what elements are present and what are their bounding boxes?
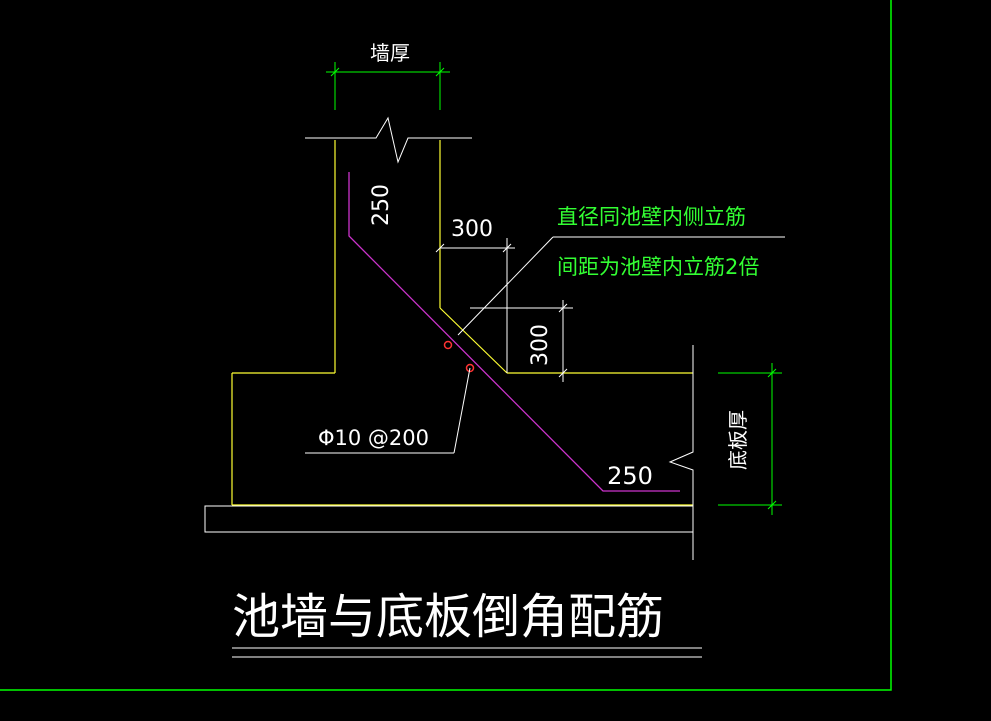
dim-wall-thickness [326,62,450,110]
label-wall-thickness: 墙厚 [370,41,410,65]
label-dim-300-vertical: 300 [528,324,553,366]
dim-base-thickness [718,363,782,515]
dim-300-horizontal [435,238,515,373]
note-line-2: 间距为池壁内立筋2倍 [557,255,759,279]
rebar-sections [443,340,475,373]
label-dim-250-vertical: 250 [369,184,394,226]
label-rebar-spec: Φ10 @200 [318,426,429,450]
break-lines [305,116,694,560]
title-underline [232,647,702,658]
leader-lines [305,236,785,454]
concrete-outline [231,140,693,506]
chamfer-rebar [348,172,680,492]
rebar-section-dot [465,363,475,373]
label-dim-250-horizontal: 250 [607,462,653,490]
note-line-1: 直径同池壁内侧立筋 [557,205,746,229]
dim-300-vertical [470,300,573,382]
label-dim-300-horizontal: 300 [451,217,493,242]
drawing-frame [0,0,892,691]
drawing-title: 池墙与底板倒角配筋 [232,589,664,645]
label-base-thickness: 底板厚 [726,410,750,470]
rebar-section-dot [443,340,453,350]
